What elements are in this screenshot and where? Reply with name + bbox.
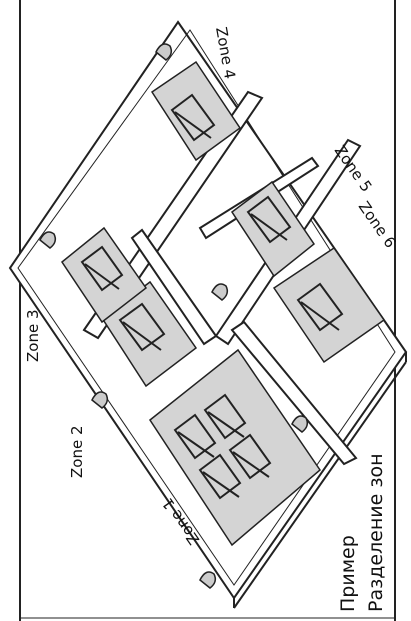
zone4-label: Zone 4 (212, 26, 239, 81)
speaker-icon-zone2 (92, 392, 107, 408)
caption-line-2: Разделение зон (365, 453, 387, 612)
zone3-label: Zone 3 (24, 310, 42, 363)
speaker-icon-zone1 (200, 572, 215, 588)
zone6-label: Zone 6 (355, 198, 400, 251)
caption-line-1: Пример (337, 535, 359, 612)
zone2-label: Zone 2 (68, 426, 86, 479)
